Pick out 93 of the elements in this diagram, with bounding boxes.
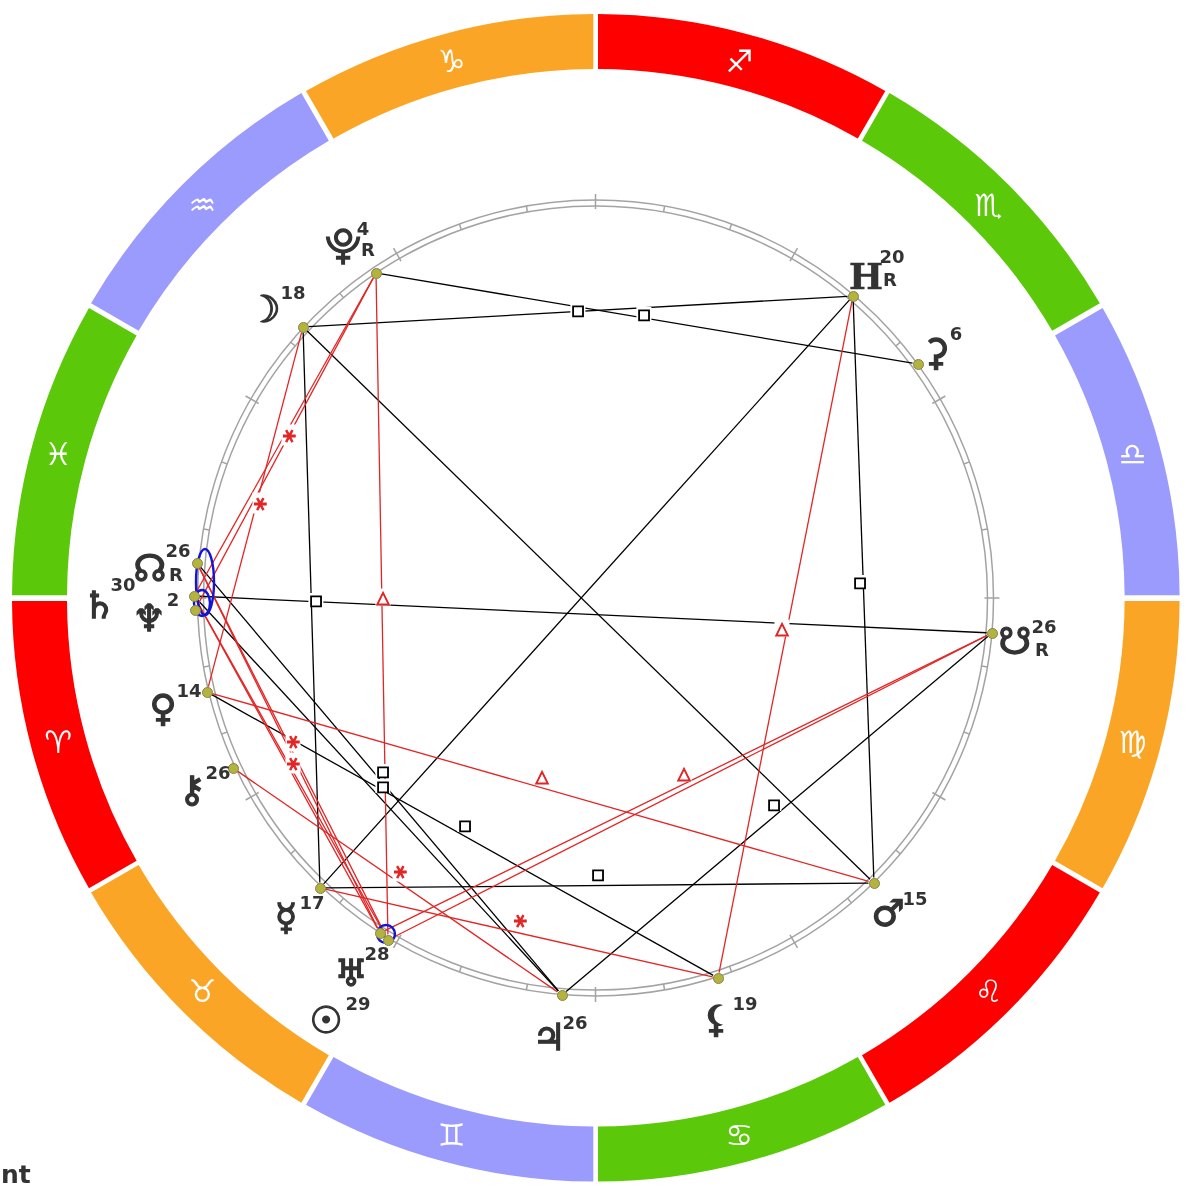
degree-number: 15	[902, 890, 928, 908]
degree-number: 2	[166, 591, 180, 609]
retrograde-mark: R	[1035, 641, 1049, 659]
planet-dot	[370, 267, 382, 279]
edge-label: ⚹	[252, 492, 268, 514]
planet-glyph: ⚳	[922, 333, 950, 371]
sign-glyph: ♊	[437, 1119, 466, 1151]
planet-dot	[374, 927, 386, 939]
degree-number: 19	[732, 995, 758, 1013]
planet-glyph: ☿	[274, 898, 298, 936]
aspect-line	[207, 331, 303, 688]
aspect-line	[565, 635, 989, 993]
retrograde-mark: R	[361, 241, 375, 259]
edge-label: □	[308, 593, 324, 607]
planet-glyph: ♆	[132, 599, 166, 637]
aspect-line	[380, 273, 914, 364]
footer-text: nt	[1, 1162, 31, 1187]
degree-number: 14	[176, 682, 202, 700]
planet-dot	[191, 557, 203, 569]
degree-number: 26	[165, 542, 191, 560]
edge-label: △	[774, 619, 790, 637]
planet-dot	[556, 989, 568, 1001]
aspect-line	[211, 692, 870, 883]
planet-dot	[201, 686, 213, 698]
edge-label: □	[457, 818, 473, 832]
zodiac-band-segment	[598, 14, 886, 139]
planet-glyph: ♂	[871, 894, 905, 932]
edge-label: ⚹	[281, 424, 297, 446]
edge-label: ⚹	[285, 752, 301, 774]
sign-glyph: ♓	[44, 438, 73, 470]
planet-dot	[986, 627, 998, 639]
degree-number: 30	[110, 576, 136, 594]
aspect-line	[302, 331, 321, 884]
aspect-line	[852, 300, 875, 879]
sign-glyph: ♎	[1118, 438, 1147, 470]
retrograde-mark: R	[883, 271, 897, 289]
degree-number: 29	[345, 995, 371, 1013]
aspect-line	[198, 595, 988, 634]
planet-glyph: ⚷	[178, 770, 206, 808]
planet-dot	[912, 358, 924, 370]
zodiac-band-segment	[305, 14, 593, 139]
edge-label: □	[636, 307, 652, 321]
edge-label: △	[534, 767, 550, 785]
sign-glyph: ♍	[1118, 726, 1147, 758]
degree-number: 18	[280, 284, 306, 302]
edge-label: △	[375, 588, 391, 606]
sign-glyph: ♋	[725, 1119, 754, 1151]
planet-dot	[297, 321, 309, 333]
planet-dot	[712, 972, 724, 984]
planet-glyph: ⚸	[702, 1000, 730, 1038]
sign-glyph: ♑	[437, 45, 466, 77]
planet-glyph: ♀	[149, 689, 177, 727]
edge-label: □	[570, 303, 586, 317]
aspect-line	[375, 277, 389, 936]
planet-dot	[382, 934, 394, 946]
zodiac-band-segment	[305, 1057, 593, 1182]
edge-label: □	[375, 779, 391, 793]
planet-glyph: ☋	[998, 622, 1032, 660]
degree-number: 17	[299, 894, 325, 912]
zodiac-band-segment	[598, 1057, 886, 1182]
sign-glyph: ♏	[974, 189, 1003, 221]
aspect-line	[236, 770, 559, 993]
planet-dot	[314, 882, 326, 894]
planet-dot	[847, 290, 859, 302]
planet-glyph: ☽	[247, 290, 281, 328]
aspect-line	[211, 694, 714, 976]
planet-dot	[188, 590, 200, 602]
edge-label: △	[676, 764, 692, 782]
retrograde-mark: R	[169, 566, 183, 584]
degree-number: 6	[949, 325, 963, 343]
aspect-line	[324, 888, 714, 978]
planet-glyph: ☉	[309, 1001, 343, 1039]
aspect-line	[324, 882, 870, 889]
sign-glyph: ♉	[188, 975, 217, 1007]
degree-number: 28	[364, 945, 390, 963]
sign-glyph: ♌	[974, 975, 1003, 1007]
edge-label: □	[852, 575, 868, 589]
aspect-line	[718, 300, 853, 974]
planet-dot	[189, 604, 201, 616]
sign-glyph: ♒	[188, 189, 217, 221]
degree-number: 26	[1031, 618, 1057, 636]
degree-number: 26	[562, 1014, 588, 1032]
zodiac-band-segment	[1054, 308, 1180, 596]
planet-dot	[868, 877, 880, 889]
edge-label: □	[766, 797, 782, 811]
edge-label: □	[375, 764, 391, 778]
zodiac-band-segment	[862, 864, 1100, 1103]
degree-number: 26	[205, 764, 231, 782]
zodiac-band-segment	[1054, 600, 1180, 888]
aspect-line	[307, 295, 849, 328]
sign-glyph: ♐	[725, 45, 754, 77]
sign-glyph: ♈	[44, 726, 73, 758]
edge-label: □	[590, 867, 606, 881]
